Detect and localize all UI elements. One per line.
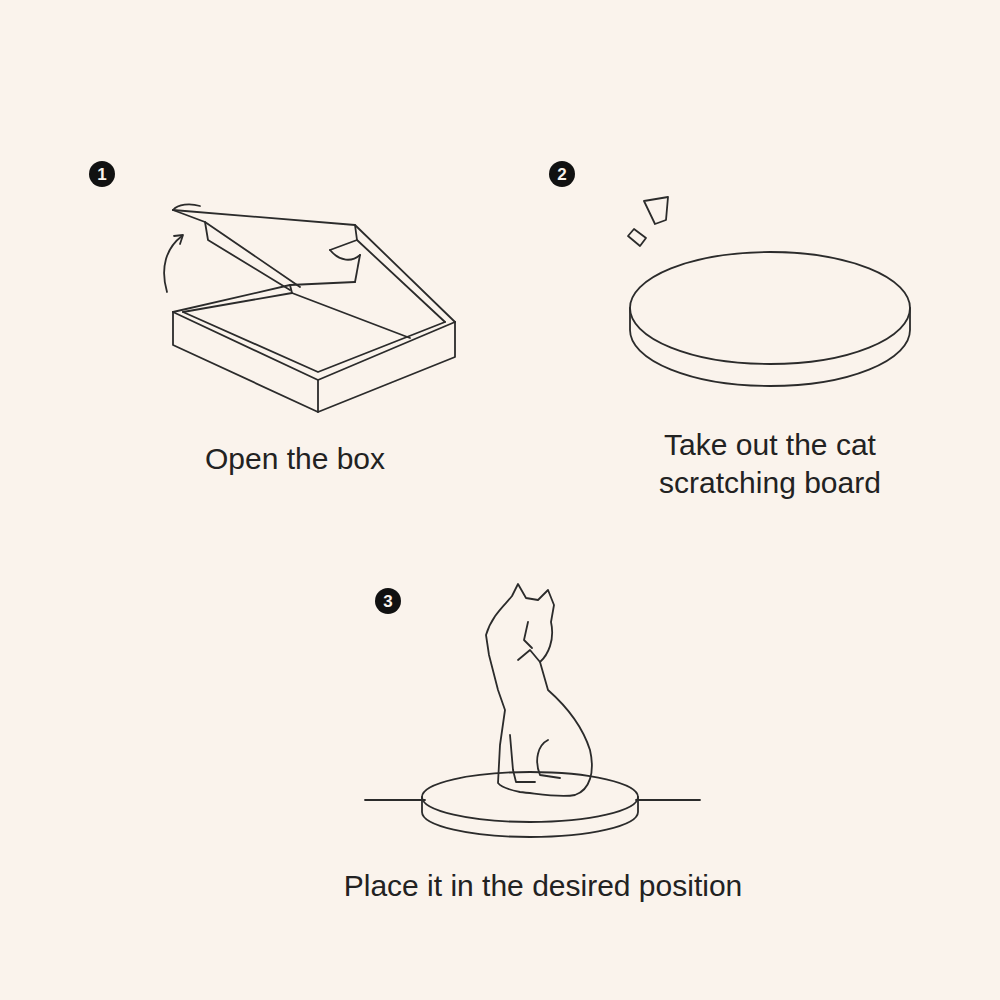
callout-number: 3 xyxy=(375,588,401,614)
step-caption: Take out the cat scratching board xyxy=(620,426,920,502)
step-caption: Place it in the desired position xyxy=(263,867,823,905)
step-number: 1 xyxy=(97,166,106,183)
callout-number: 1 xyxy=(89,161,115,187)
step-number: 3 xyxy=(383,593,392,610)
callout-number: 2 xyxy=(549,161,575,187)
step-caption: Open the box xyxy=(145,440,445,478)
box-drawing xyxy=(164,204,455,412)
step-number: 2 xyxy=(557,166,566,183)
scratching-board xyxy=(628,197,910,386)
cat-on-board xyxy=(365,584,700,837)
